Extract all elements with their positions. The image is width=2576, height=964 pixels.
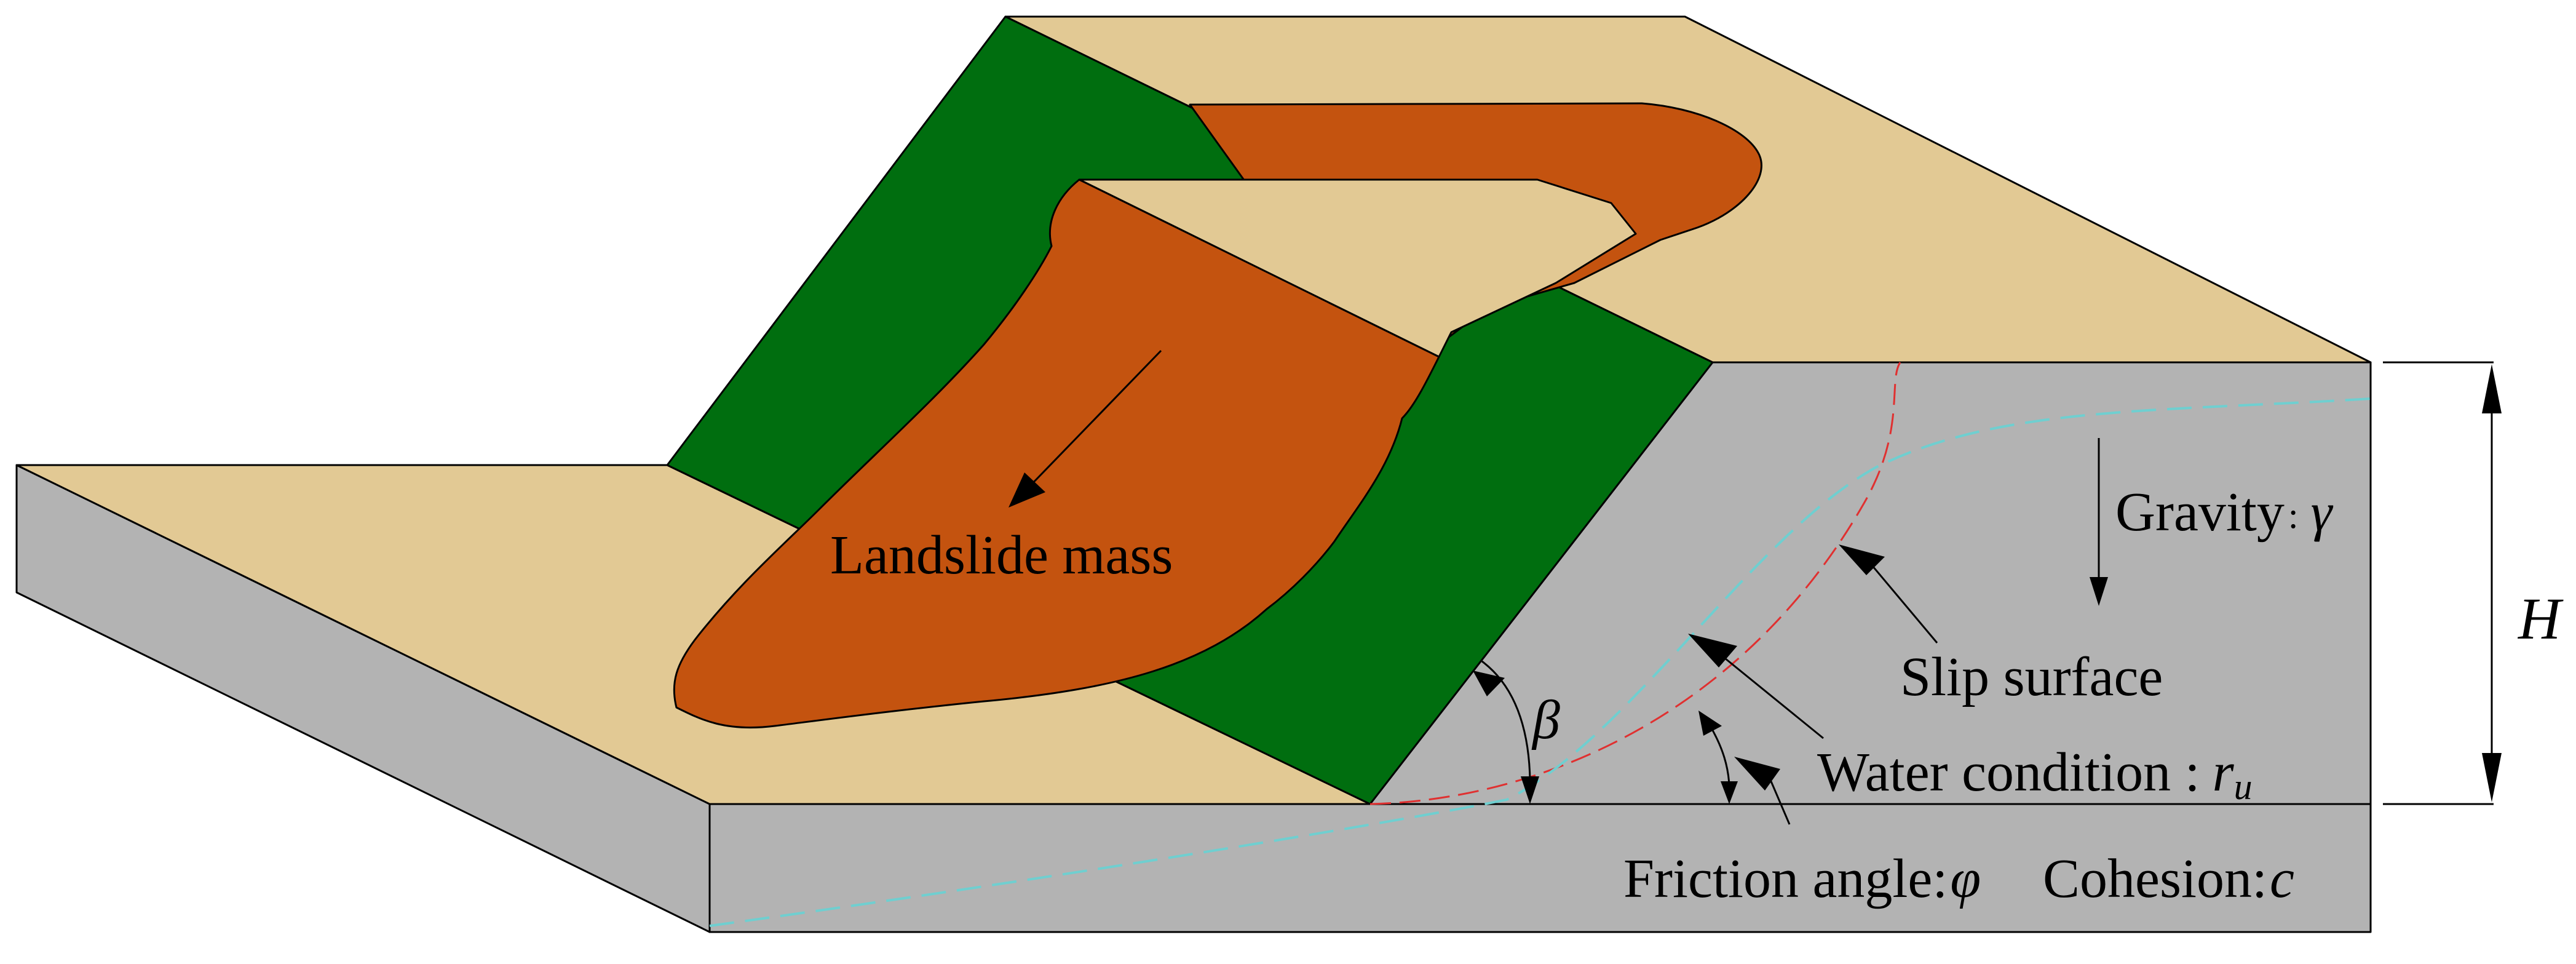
water-table-line	[709, 397, 2371, 927]
water-condition-leader	[1724, 657, 1824, 739]
cohesion-label: Cohesion:c	[2043, 848, 2294, 909]
slip-surface-line	[1369, 362, 1901, 805]
slip-surface-leader	[1871, 565, 1938, 643]
slip-surface-leader-head	[1839, 544, 1885, 575]
height-arrow-head-top	[2482, 364, 2502, 413]
displaced-ground-block	[1078, 178, 1637, 358]
water-condition-label: Water condition :ru	[1817, 742, 2253, 807]
height-label: H	[2517, 586, 2564, 651]
friction-angle-arrow-head-bottom	[1721, 781, 1738, 804]
slope-angle-arrow-head-bottom	[1521, 776, 1539, 804]
slope-angle-label: β	[1531, 690, 1560, 751]
slip-surface-label: Slip surface	[1900, 647, 2163, 707]
gravity-label: Gravity:γ	[2115, 482, 2334, 543]
landslide-mass-label: Landslide mass	[830, 525, 1173, 586]
friction-angle-label: Friction angle:φ	[1623, 848, 1981, 909]
movement-arrow-line	[1026, 349, 1162, 490]
height-arrow-head-bottom	[2482, 753, 2502, 802]
gravity-arrow-head	[2090, 577, 2108, 606]
friction-angle-leader-head	[1734, 757, 1780, 791]
movement-arrow-head	[1009, 472, 1045, 508]
friction-angle-leader	[1770, 781, 1791, 825]
landslide-mass	[673, 178, 1440, 729]
water-condition-leader-head	[1688, 634, 1737, 667]
slope-angle-arc	[1481, 660, 1531, 794]
friction-angle-arrow-head-top	[1698, 711, 1722, 736]
slope-angle-arrow-head-top	[1473, 671, 1505, 696]
